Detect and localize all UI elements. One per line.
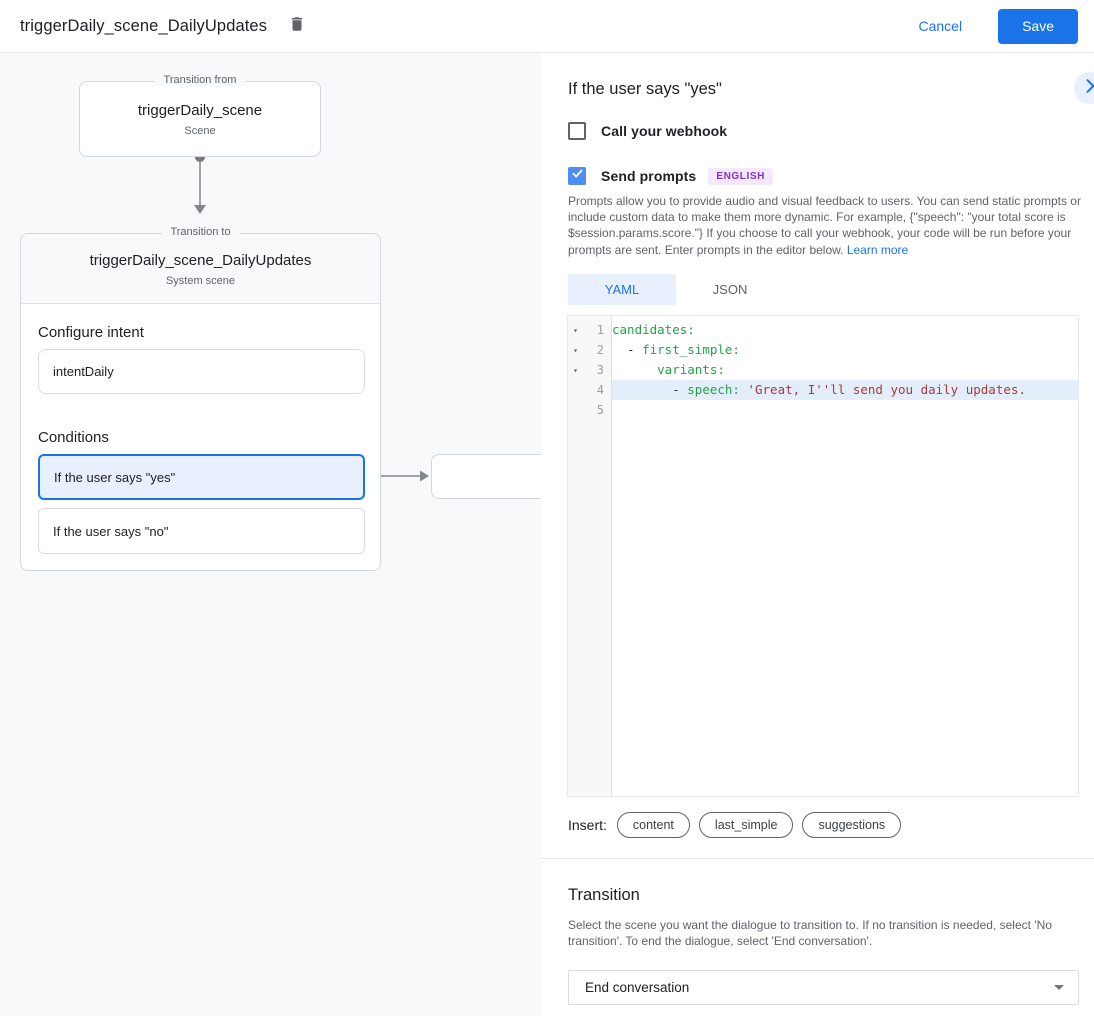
checkmark-icon — [571, 167, 584, 185]
insert-row: Insert: content last_simple suggestions — [568, 812, 910, 838]
editor-gutter-row[interactable]: ▾2 — [573, 343, 604, 357]
editor-gutter-row: 4 — [596, 383, 604, 397]
to-scene-type: System scene — [165, 275, 236, 287]
prompts-description-text: Prompts allow you to provide audio and v… — [568, 194, 1081, 257]
to-scene-title: triggerDaily_scene_DailyUpdates — [89, 252, 312, 269]
chevron-right-icon — [1080, 76, 1094, 101]
editor-code-line[interactable]: - first_simple: — [612, 342, 740, 357]
webhook-checkbox-row[interactable]: Call your webhook — [568, 122, 727, 140]
editor-code-line[interactable]: candidates: — [612, 322, 695, 337]
insert-chip-content[interactable]: content — [616, 812, 690, 838]
editor-gutter-row[interactable]: ▾1 — [573, 323, 604, 337]
editor-code-line[interactable] — [612, 400, 1078, 420]
transition-to-legend: Transition to — [161, 226, 240, 238]
editor-gutter: ▾1 ▾2 ▾3 4 5 — [568, 316, 612, 796]
insert-chip-last-simple[interactable]: last_simple — [698, 812, 794, 838]
condition-yes-label: If the user says "yes" — [54, 469, 176, 485]
page-title: triggerDaily_scene_DailyUpdates — [20, 16, 268, 35]
to-scene-header: triggerDaily_scene_DailyUpdates System s… — [21, 234, 380, 304]
delete-scene-button[interactable] — [285, 14, 309, 38]
editor-code[interactable]: candidates: - first_simple: variants: - … — [612, 316, 1078, 796]
send-prompts-checkbox[interactable] — [568, 167, 586, 185]
prompts-description: Prompts allow you to provide audio and v… — [568, 193, 1082, 258]
language-badge: ENGLISH — [708, 167, 773, 185]
configure-intent-label: Configure intent — [38, 324, 144, 341]
webhook-label: Call your webhook — [601, 123, 728, 139]
intent-name: intentDaily — [53, 364, 114, 379]
condition-target-box[interactable] — [431, 454, 541, 499]
webhook-checkbox[interactable] — [568, 122, 586, 140]
topbar-actions: Cancel Save — [906, 8, 1078, 44]
trash-icon — [288, 15, 306, 38]
save-button[interactable]: Save — [998, 8, 1078, 44]
prompt-code-editor[interactable]: ▾1 ▾2 ▾3 4 5 candidates: - first_simple: var… — [567, 315, 1079, 797]
condition-editor-panel: If the user says "yes" Call your webhook… — [541, 53, 1094, 1016]
transition-to-card: Transition to triggerDaily_scene_DailyUp… — [20, 226, 381, 571]
send-prompts-label: Send prompts — [601, 168, 697, 184]
transition-select[interactable]: End conversation — [568, 970, 1079, 1005]
from-scene-title: triggerDaily_scene — [137, 102, 263, 119]
top-bar: triggerDaily_scene_DailyUpdates Cancel S… — [0, 0, 1094, 53]
learn-more-link[interactable]: Learn more — [846, 242, 909, 257]
dropdown-caret-icon — [1054, 985, 1064, 990]
editor-code-line[interactable]: variants: — [657, 362, 725, 377]
transition-select-value: End conversation — [585, 980, 690, 995]
intent-item[interactable]: intentDaily — [38, 349, 365, 394]
transition-from-legend: Transition from — [154, 74, 246, 86]
collapse-panel-button[interactable] — [1074, 72, 1094, 104]
transition-section-title: Transition — [568, 886, 640, 904]
editor-code-line[interactable]: - speech: 'Great, I''ll send you daily u… — [612, 380, 1078, 400]
transition-from-box[interactable]: Transition from triggerDaily_scene Scene — [79, 74, 321, 157]
panel-title: If the user says "yes" — [568, 80, 722, 98]
insert-label: Insert: — [568, 817, 607, 833]
condition-item-yes[interactable]: If the user says "yes" — [38, 454, 365, 500]
conditions-label: Conditions — [38, 429, 109, 446]
from-scene-type: Scene — [184, 125, 216, 137]
tab-yaml[interactable]: YAML — [568, 274, 676, 305]
tab-json[interactable]: JSON — [712, 282, 748, 297]
editor-gutter-row: 5 — [596, 403, 604, 417]
scene-flow-canvas: Transition from triggerDaily_scene Scene… — [0, 53, 541, 1016]
send-prompts-checkbox-row[interactable]: Send prompts ENGLISH — [568, 167, 773, 185]
transition-description: Select the scene you want the dialogue t… — [568, 918, 1052, 949]
insert-chip-suggestions[interactable]: suggestions — [802, 812, 902, 838]
editor-format-tabs: YAML JSON — [568, 274, 784, 305]
condition-item-no[interactable]: If the user says "no" — [38, 508, 365, 554]
panel-divider — [541, 858, 1094, 859]
cancel-button[interactable]: Cancel — [918, 18, 963, 34]
editor-gutter-row[interactable]: ▾3 — [573, 363, 604, 377]
condition-no-label: If the user says "no" — [53, 523, 169, 539]
